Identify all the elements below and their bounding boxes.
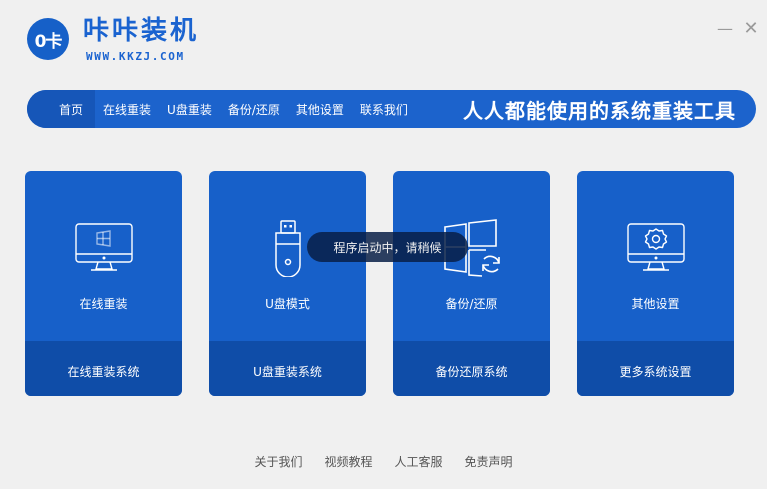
nav-slogan: 人人都能使用的系统重装工具 bbox=[463, 98, 736, 123]
card-online-reinstall[interactable]: 在线重装 在线重装系统 bbox=[25, 171, 182, 396]
usb-drive-icon bbox=[257, 217, 319, 279]
loading-toast: 程序启动中，请稍候 bbox=[307, 232, 468, 262]
nav-item-home[interactable]: 首页 bbox=[27, 90, 96, 128]
nav-item-other-settings[interactable]: 其他设置 bbox=[295, 102, 344, 117]
card-other-settings[interactable]: 其他设置 更多系统设置 bbox=[577, 171, 734, 396]
card-title: 其他设置 bbox=[631, 297, 680, 311]
window-controls: — ✕ bbox=[717, 20, 759, 38]
monitor-gear-icon bbox=[625, 217, 687, 279]
nav-item-backup-restore[interactable]: 备份/还原 bbox=[227, 102, 280, 117]
footer-link-disclaimer[interactable]: 免责声明 bbox=[464, 455, 513, 469]
card-action[interactable]: 备份还原系统 bbox=[393, 341, 550, 396]
app-url: WWW.KKZJ.COM bbox=[86, 50, 185, 63]
card-title: 备份/还原 bbox=[445, 297, 498, 311]
close-icon[interactable]: ✕ bbox=[743, 18, 759, 39]
card-usb-mode[interactable]: U盘模式 U盘重装系统 bbox=[209, 171, 366, 396]
logo-mark: 0卡 bbox=[34, 31, 63, 52]
card-title: U盘模式 bbox=[265, 297, 310, 311]
app-title: 咔咔装机 bbox=[83, 16, 200, 46]
toast-message: 程序启动中，请稍候 bbox=[333, 240, 442, 255]
card-action[interactable]: 在线重装系统 bbox=[25, 341, 182, 396]
footer-links: 关于我们 视频教程 人工客服 免责声明 bbox=[0, 453, 767, 470]
card-backup-restore[interactable]: 备份/还原 备份还原系统 bbox=[393, 171, 550, 396]
nav-item-usb-reinstall[interactable]: U盘重装 bbox=[167, 102, 212, 117]
monitor-windows-icon bbox=[73, 217, 135, 279]
footer-link-customer-service[interactable]: 人工客服 bbox=[394, 455, 443, 469]
footer-link-about-us[interactable]: 关于我们 bbox=[254, 455, 303, 469]
main-nav: 首页 在线重装 U盘重装 备份/还原 其他设置 联系我们 人人都能使用的系统重装… bbox=[27, 90, 756, 128]
app-logo: 0卡 bbox=[27, 18, 69, 60]
minimize-icon[interactable]: — bbox=[717, 19, 733, 38]
nav-item-online-reinstall[interactable]: 在线重装 bbox=[103, 102, 152, 117]
nav-item-contact-us[interactable]: 联系我们 bbox=[359, 102, 408, 117]
card-action[interactable]: 更多系统设置 bbox=[577, 341, 734, 396]
feature-cards: 在线重装 在线重装系统 U盘模式 U盘重装系统 bbox=[25, 171, 734, 396]
card-action[interactable]: U盘重装系统 bbox=[209, 341, 366, 396]
footer-link-video-tutorial[interactable]: 视频教程 bbox=[324, 455, 373, 469]
card-title: 在线重装 bbox=[79, 297, 128, 311]
